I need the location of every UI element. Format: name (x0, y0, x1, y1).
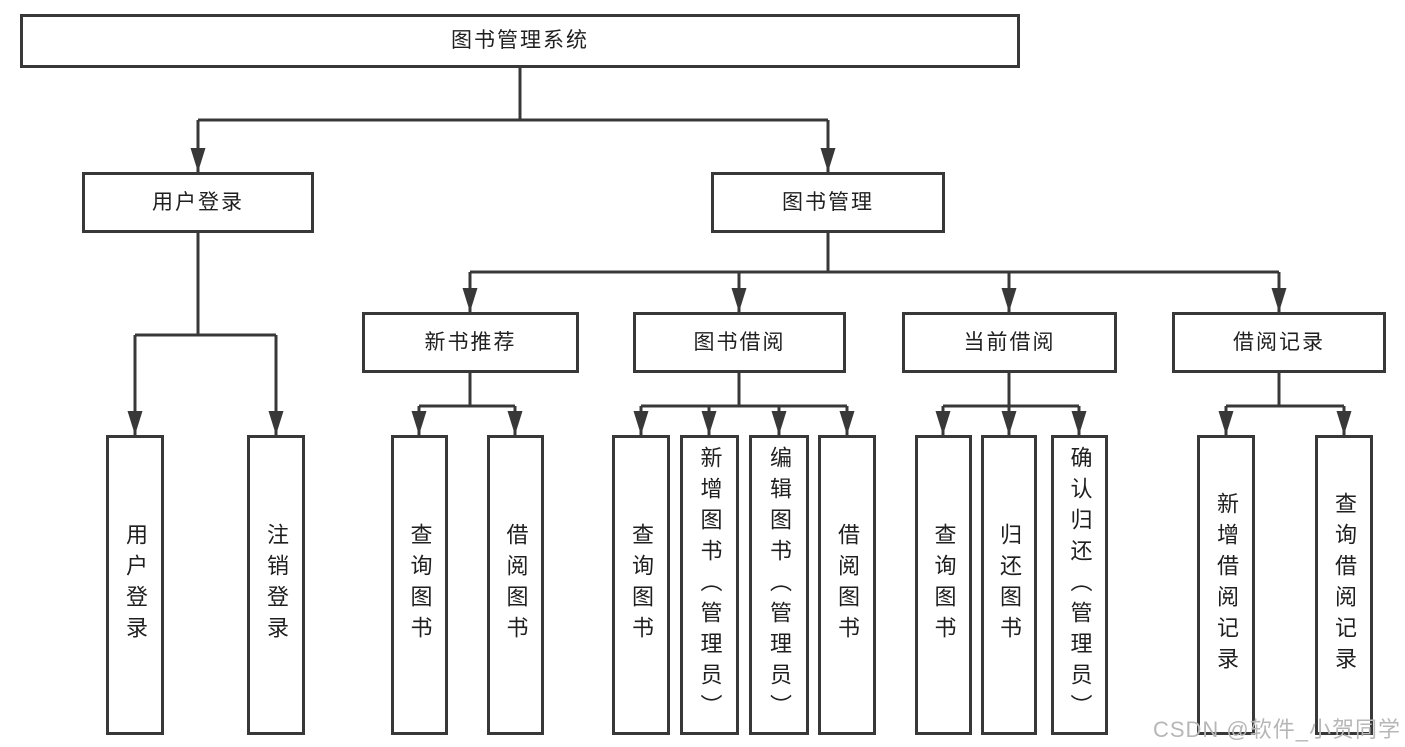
node-label: 图书管理 (782, 190, 874, 214)
node-label: 用户登录 (152, 190, 244, 214)
node-leaf-user-login: 用户登录 (106, 435, 164, 735)
node-label: 确认归还（管理员） (1067, 445, 1093, 725)
csdn-watermark: CSDN @软件_小贺同学 (1152, 717, 1401, 742)
node-label: 查询图书 (407, 523, 433, 647)
node-book-management-branch: 图书管理 (711, 172, 945, 233)
node-leaf-edit-books-admin: 编辑图书（管理员） (749, 435, 809, 735)
node-label: 用户登录 (123, 523, 148, 647)
node-label: 查询借阅记录 (1332, 492, 1357, 678)
node-leaf-logout-login: 注销登录 (247, 435, 305, 735)
node-label: 新增借阅记录 (1214, 492, 1239, 678)
node-label: 新书推荐 (424, 330, 517, 354)
node-label: 当前借阅 (963, 330, 1056, 354)
node-label: 新增图书（管理员） (697, 445, 723, 725)
node-leaf-add-books-admin: 新增图书（管理员） (680, 435, 739, 735)
node-label: 查询图书 (931, 523, 957, 647)
node-leaf-borrow-books-recommend: 借阅图书 (487, 435, 544, 735)
node-leaf-confirm-return-admin: 确认归还（管理员） (1051, 435, 1108, 735)
node-leaf-query-books-borrowing: 查询图书 (612, 435, 670, 735)
node-leaf-query-borrow-record: 查询借阅记录 (1315, 435, 1373, 735)
node-library-management-system: 图书管理系统 (20, 14, 1020, 68)
node-label: 借阅图书 (835, 523, 860, 647)
node-leaf-query-books-current: 查询图书 (915, 435, 972, 735)
node-label: 注销登录 (264, 523, 289, 647)
node-label: 编辑图书（管理员） (767, 445, 792, 725)
node-new-book-recommend: 新书推荐 (362, 312, 579, 373)
node-leaf-add-borrow-record: 新增借阅记录 (1197, 435, 1255, 735)
node-current-borrowing: 当前借阅 (902, 312, 1117, 373)
node-user-login-branch: 用户登录 (82, 172, 314, 233)
node-label: 查询图书 (629, 523, 654, 647)
node-label: 归还图书 (997, 523, 1022, 647)
node-leaf-return-books: 归还图书 (981, 435, 1037, 735)
node-label: 借阅图书 (503, 523, 529, 647)
node-label: 借阅记录 (1233, 330, 1325, 354)
node-borrowing-records: 借阅记录 (1172, 312, 1386, 373)
node-leaf-query-books-recommend: 查询图书 (391, 435, 448, 735)
node-leaf-borrow-books: 借阅图书 (818, 435, 876, 735)
node-label: 图书借阅 (693, 330, 786, 354)
node-label: 图书管理系统 (451, 29, 589, 53)
node-book-borrowing: 图书借阅 (633, 312, 846, 373)
